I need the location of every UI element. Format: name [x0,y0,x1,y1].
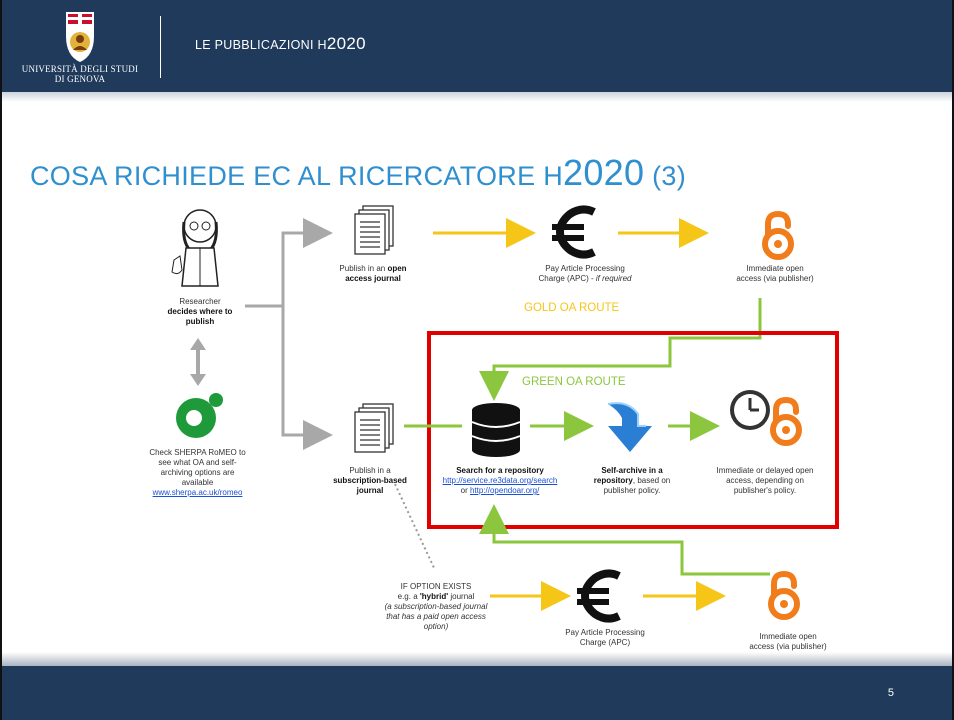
euro-icon [552,209,594,254]
document-stack-icon [354,403,394,453]
slide-title: COSA RICHIEDE EC AL RICERCATORE H2020 (3… [30,152,686,194]
repository-or: or [460,486,470,495]
document-stack-icon [354,205,394,255]
self-archive-label: Self-archive in a repository, based on p… [582,466,682,496]
page-number: 5 [887,687,894,699]
subscription-journal-label: Publish in a subscription-based journal [325,466,415,496]
open-access-lock-icon [765,214,791,257]
green-route-label: GREEN OA ROUTE [522,376,626,388]
immediate-gold-line1: Immediate open [746,264,804,273]
header-title-number: 2020 [326,34,366,53]
header-title: LE PUBBLICAZIONI H2020 [195,34,366,54]
immediate-delayed-line3: publisher's policy. [733,486,797,495]
researcher-icon [171,209,219,287]
open-access-lock-icon [773,400,799,443]
green-route-highlight [427,331,839,529]
pay-apc-hybrid-line1: Pay Article Processing [565,628,645,637]
sherpa-line4: available [181,478,214,487]
self-archive-bold: repository [593,476,633,485]
slide-title-number: 2020 [563,152,645,193]
immediate-delayed-label: Immediate or delayed open access, depend… [700,466,830,496]
immediate-gold-line2: access (via publisher) [736,274,814,283]
open-journal-label: Publish in an open access journal [318,264,428,284]
sherpa-link[interactable]: www.sherpa.ac.uk/romeo [152,488,243,497]
self-archive-line3: publisher policy. [603,486,661,495]
pay-apc-gold-italic: if required [595,274,632,283]
footer-bar [0,666,954,720]
gold-route-label: GOLD OA ROUTE [524,302,620,314]
pay-apc-hybrid-label: Pay Article Processing Charge (APC) [540,628,670,648]
university-name: UNIVERSITÀ DEGLI STUDI DI GENOVA [10,64,150,84]
researcher-label-line3: publish [185,317,215,326]
hybrid-line1: IF OPTION EXISTS [400,582,472,591]
university-name-line2: DI GENOVA [54,74,106,84]
immediate-hybrid-line1: Immediate open [759,632,817,641]
pay-apc-hybrid-line2: Charge (APC) [579,638,631,647]
researcher-label: Researcher decides where to publish [150,297,250,327]
hybrid-line4: that has a paid open access [386,612,486,621]
repository-label: Search for a repository http://service.r… [440,466,560,496]
immediate-delayed-line2: access, depending on [726,476,804,485]
hybrid-line5: option) [423,622,449,631]
hybrid-line3: (a subscription-based journal [384,602,488,611]
sherpa-line1: Check SHERPA RoMEO to [149,448,246,457]
database-icon [471,403,521,457]
repository-title: Search for a repository [456,466,544,475]
hybrid-line2-post: journal [448,592,475,601]
pay-apc-gold-line2: Charge (APC) - [538,274,596,283]
researcher-label-line1: Researcher [179,297,221,306]
hybrid-line2-pre: e.g. a [397,592,420,601]
sherpa-romeo-icon [176,393,223,438]
open-journal-line2: access journal [345,274,401,283]
hybrid-label: IF OPTION EXISTS e.g. a 'hybrid' journal… [372,582,500,632]
self-archive-line1: Self-archive in a [601,466,663,475]
researcher-label-line2: decides where to [167,307,233,316]
immediate-hybrid-label: Immediate open access (via publisher) [728,632,848,652]
header-bar [0,0,954,92]
immediate-hybrid-line2: access (via publisher) [749,642,827,651]
slide-title-suffix: (3) [644,161,687,191]
pay-apc-gold-label: Pay Article Processing Charge (APC) - if… [520,264,650,284]
euro-icon [577,573,619,618]
sherpa-line3: archiving options are [160,468,235,477]
self-archive-rest: , based on [632,476,671,485]
sherpa-label: Check SHERPA RoMEO to see what OA and se… [135,448,260,498]
pay-apc-gold-line1: Pay Article Processing [545,264,625,273]
slide-title-text: COSA RICHIEDE EC AL RICERCATORE H [30,161,564,191]
header-title-text: LE PUBBLICAZIONI H [195,38,327,52]
header-shadow [0,92,954,102]
open-journal-text: Publish in an [339,264,388,273]
frame-right [952,0,954,720]
crest-icon [66,12,94,62]
footer-shadow [0,652,954,666]
open-journal-bold: open [387,264,407,273]
download-arrow-icon [607,402,652,452]
university-name-line1: UNIVERSITÀ DEGLI STUDI [21,64,139,74]
header-divider [160,16,161,78]
immediate-gold-label: Immediate open access (via publisher) [715,264,835,284]
subscription-line3: journal [356,486,384,495]
opendoar-link[interactable]: http://opendoar.org/ [469,486,540,495]
open-access-lock-icon [771,574,797,617]
subscription-line1: Publish in a [349,466,391,475]
subscription-line2: subscription-based [333,476,407,485]
hybrid-bold: 'hybrid' [419,592,449,601]
immediate-delayed-line1: Immediate or delayed open [716,466,814,475]
re3data-link[interactable]: http://service.re3data.org/search [442,476,558,485]
frame-left [0,0,2,720]
sherpa-line2: see what OA and self- [158,458,237,467]
clock-icon [730,390,770,430]
